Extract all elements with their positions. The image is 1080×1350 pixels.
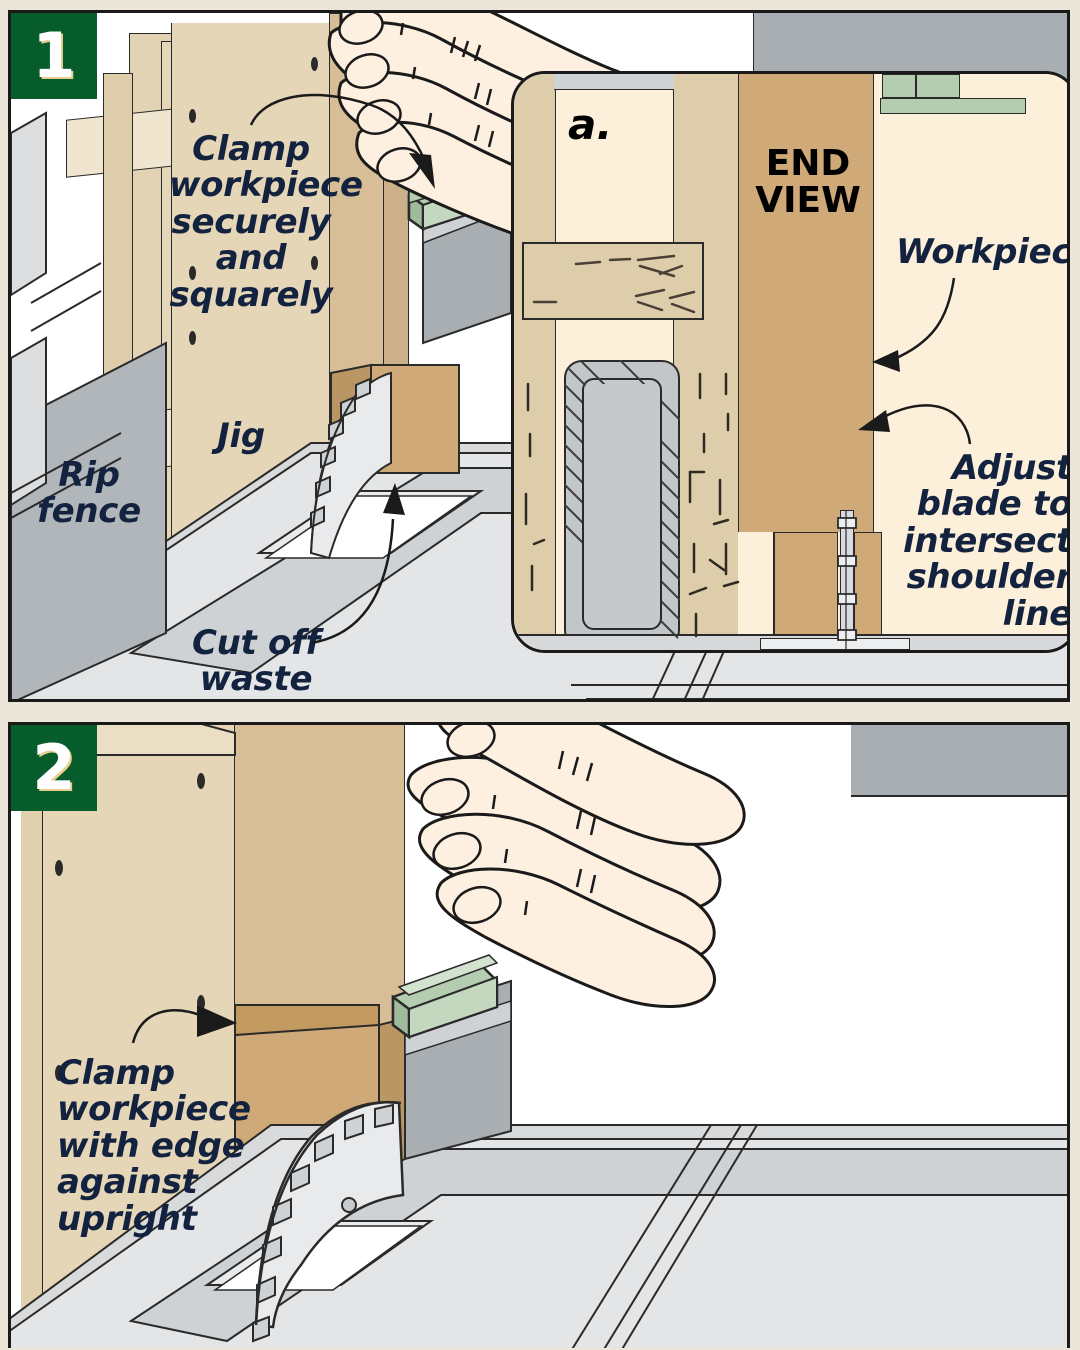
hand-fingers-2	[406, 725, 746, 1009]
inset-workpiece-lower-right	[854, 532, 882, 650]
cut-off-waste-note: Cut off waste to outside	[160, 623, 352, 699]
inset-clamp-green-bar	[880, 98, 1026, 114]
jig-screw-2d	[55, 1065, 63, 1081]
inset-workpiece-face	[874, 74, 1067, 650]
step-1-panel: 1	[8, 10, 1070, 702]
inset-clamp-green-b	[916, 74, 960, 98]
inset-top-metal-strip	[554, 74, 674, 90]
inset-steel-tube-inner	[582, 378, 662, 630]
step-1-end-view-inset: a. END VIEW Workpiece Adjust blade to in…	[511, 71, 1067, 653]
jig-screw-1	[189, 109, 196, 123]
jig-screw-2c	[197, 995, 205, 1011]
step-2-panel: 2	[8, 722, 1070, 1348]
inset-waste-piece	[774, 532, 838, 650]
inset-jig-outer-left	[514, 74, 556, 650]
clamp-workpiece-note: Clamp workpiece securely and squarely	[169, 129, 363, 315]
saw-guard-top-2	[851, 725, 1067, 797]
jig-screw-3	[311, 57, 318, 71]
step-number-badge-1: 1	[11, 13, 97, 99]
adjust-blade-note: Adjust blade to intersect shoulder line	[903, 448, 1067, 634]
inset-grain-ticks-block	[532, 254, 696, 314]
jig-label: Jig	[217, 416, 265, 456]
jig-screw-2	[189, 266, 196, 280]
inset-clamp-green-a	[882, 74, 916, 98]
clamp-edge-note: Clamp workpiece with edge against uprigh…	[57, 1053, 251, 1239]
inset-blade-teeth	[837, 510, 857, 650]
inset-workpiece-dark	[738, 74, 874, 532]
saw-blade-2	[252, 1100, 405, 1343]
inset-table-slot	[760, 638, 910, 650]
step-1-illustration: 1	[11, 13, 1067, 699]
rip-fence-label: Rip fence	[37, 455, 141, 532]
clamp-head-green-2	[391, 954, 499, 1040]
rip-fence	[11, 111, 167, 699]
workpiece-label: Workpiece	[896, 232, 1067, 272]
inset-end-view-title-1: END VIEW	[755, 143, 861, 221]
jig-screw-5	[189, 331, 196, 345]
jig-screw-2b	[55, 860, 63, 876]
jig-screw-4	[311, 256, 318, 270]
inset-tube-hatching	[564, 360, 680, 648]
inset-shoulder-block	[738, 532, 774, 650]
step-number-badge-2: 2	[11, 725, 97, 811]
step-2-illustration: 2	[11, 725, 1067, 1348]
inset-grain-ticks	[524, 372, 740, 638]
jig-screw-2a	[197, 773, 205, 789]
inset-sublabel-1: a.	[568, 100, 613, 149]
jig-left-edge-2	[21, 725, 43, 1348]
inset-saw-blade	[840, 510, 854, 650]
